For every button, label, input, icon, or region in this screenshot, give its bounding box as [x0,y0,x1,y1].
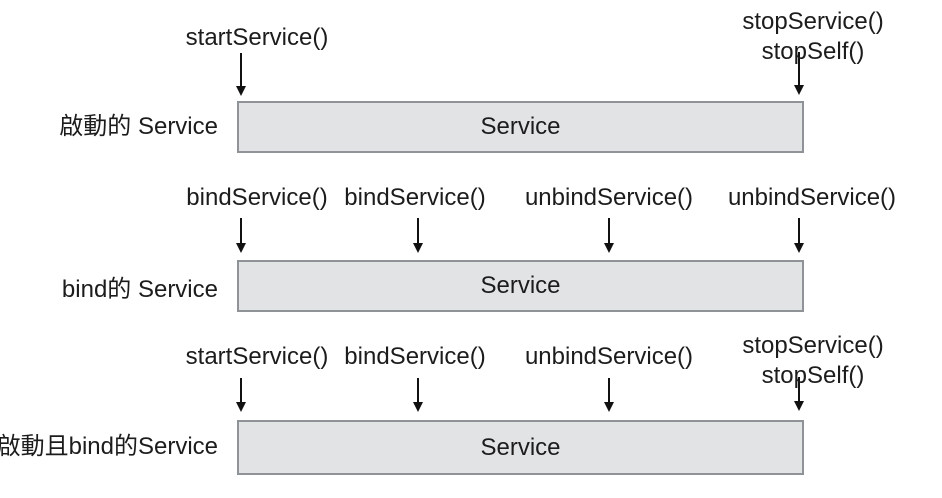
method-call-label: stopService() stopSelf() [742,331,883,391]
row-label: bind的 Service [61,276,218,303]
service-box-label: Service [480,433,561,461]
method-call-label: stopService() stopSelf() [742,7,883,67]
method-call-line: stopService() [742,332,884,359]
method-call-label: unbindService() [524,184,694,211]
method-call-line: stopSelf() [761,38,865,65]
service-box-label: Service [480,272,561,299]
down-arrow [240,218,242,243]
service-box: Service [237,101,804,153]
down-arrow [608,378,610,402]
method-call-label: startService() [185,343,329,370]
down-arrow [798,218,800,243]
method-call-line: stopSelf() [761,362,865,389]
method-call-label: startService() [185,24,329,51]
down-arrow [240,378,242,402]
method-call-line: stopService() [742,8,884,35]
down-arrow [417,218,419,243]
method-call-label: bindService() [344,184,486,211]
down-arrow [417,378,419,402]
row-label: 啟動且bind的Service [0,433,218,460]
method-call-label: unbindService() [524,343,694,370]
service-box: Service [237,420,804,475]
service-box-label: Service [480,113,561,140]
method-call-label: bindService() [344,343,486,370]
method-call-label: bindService() [186,184,328,211]
method-call-label: unbindService() [727,184,897,211]
down-arrow [798,52,800,85]
down-arrow [798,377,800,401]
down-arrow [240,53,242,86]
down-arrow [608,218,610,243]
service-box: Service [237,260,804,312]
row-label: 啟動的 Service [59,113,218,140]
